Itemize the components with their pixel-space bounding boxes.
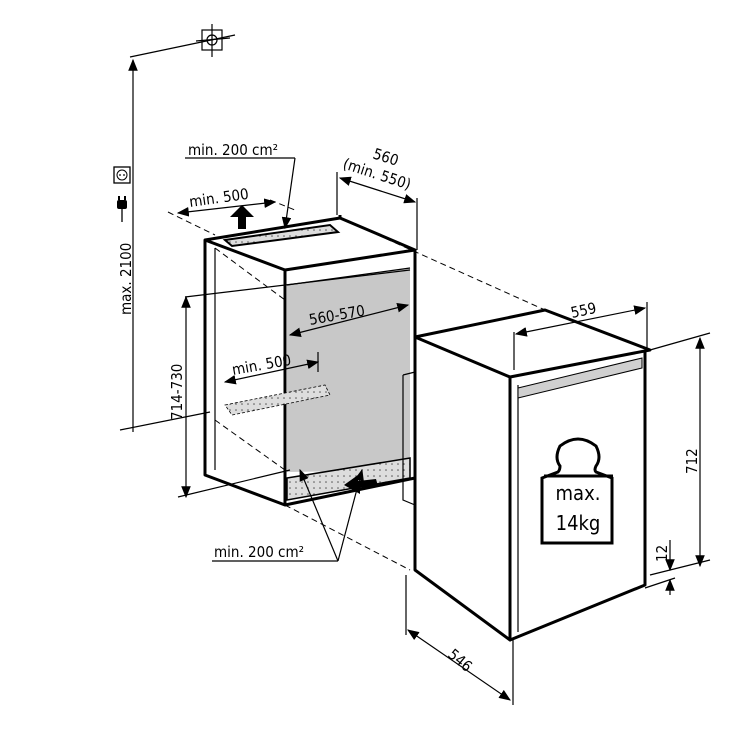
control-panel — [517, 357, 643, 399]
power-socket-icon — [113, 166, 131, 184]
appliance-depth-label: 546 — [444, 645, 475, 675]
max-height-label: max. 2100 — [117, 243, 135, 315]
appliance-width-label: 559 — [569, 299, 598, 322]
power-plug-icon — [117, 196, 127, 222]
bottom-vent-area-label: min. 200 cm² — [214, 543, 304, 561]
crosshair-icon — [195, 24, 231, 57]
max-height-dimension: max. 2100 — [113, 24, 236, 432]
max-load-label: max. — [556, 481, 601, 505]
appliance: max. 14kg — [402, 308, 652, 642]
niche-height-label: 714-730 — [168, 364, 186, 420]
airflow-up-arrow-icon — [230, 205, 254, 229]
top-vent-area-label: min. 200 cm² — [188, 141, 278, 159]
appliance-height-label: 712 — [683, 448, 701, 474]
airflow-in-arrow-icon — [344, 475, 378, 494]
installation-niche — [203, 205, 417, 507]
max-load-value: 14kg — [556, 511, 601, 535]
weight-icon: max. 14kg — [540, 437, 614, 545]
plinth-height-label: 12 — [653, 545, 671, 562]
